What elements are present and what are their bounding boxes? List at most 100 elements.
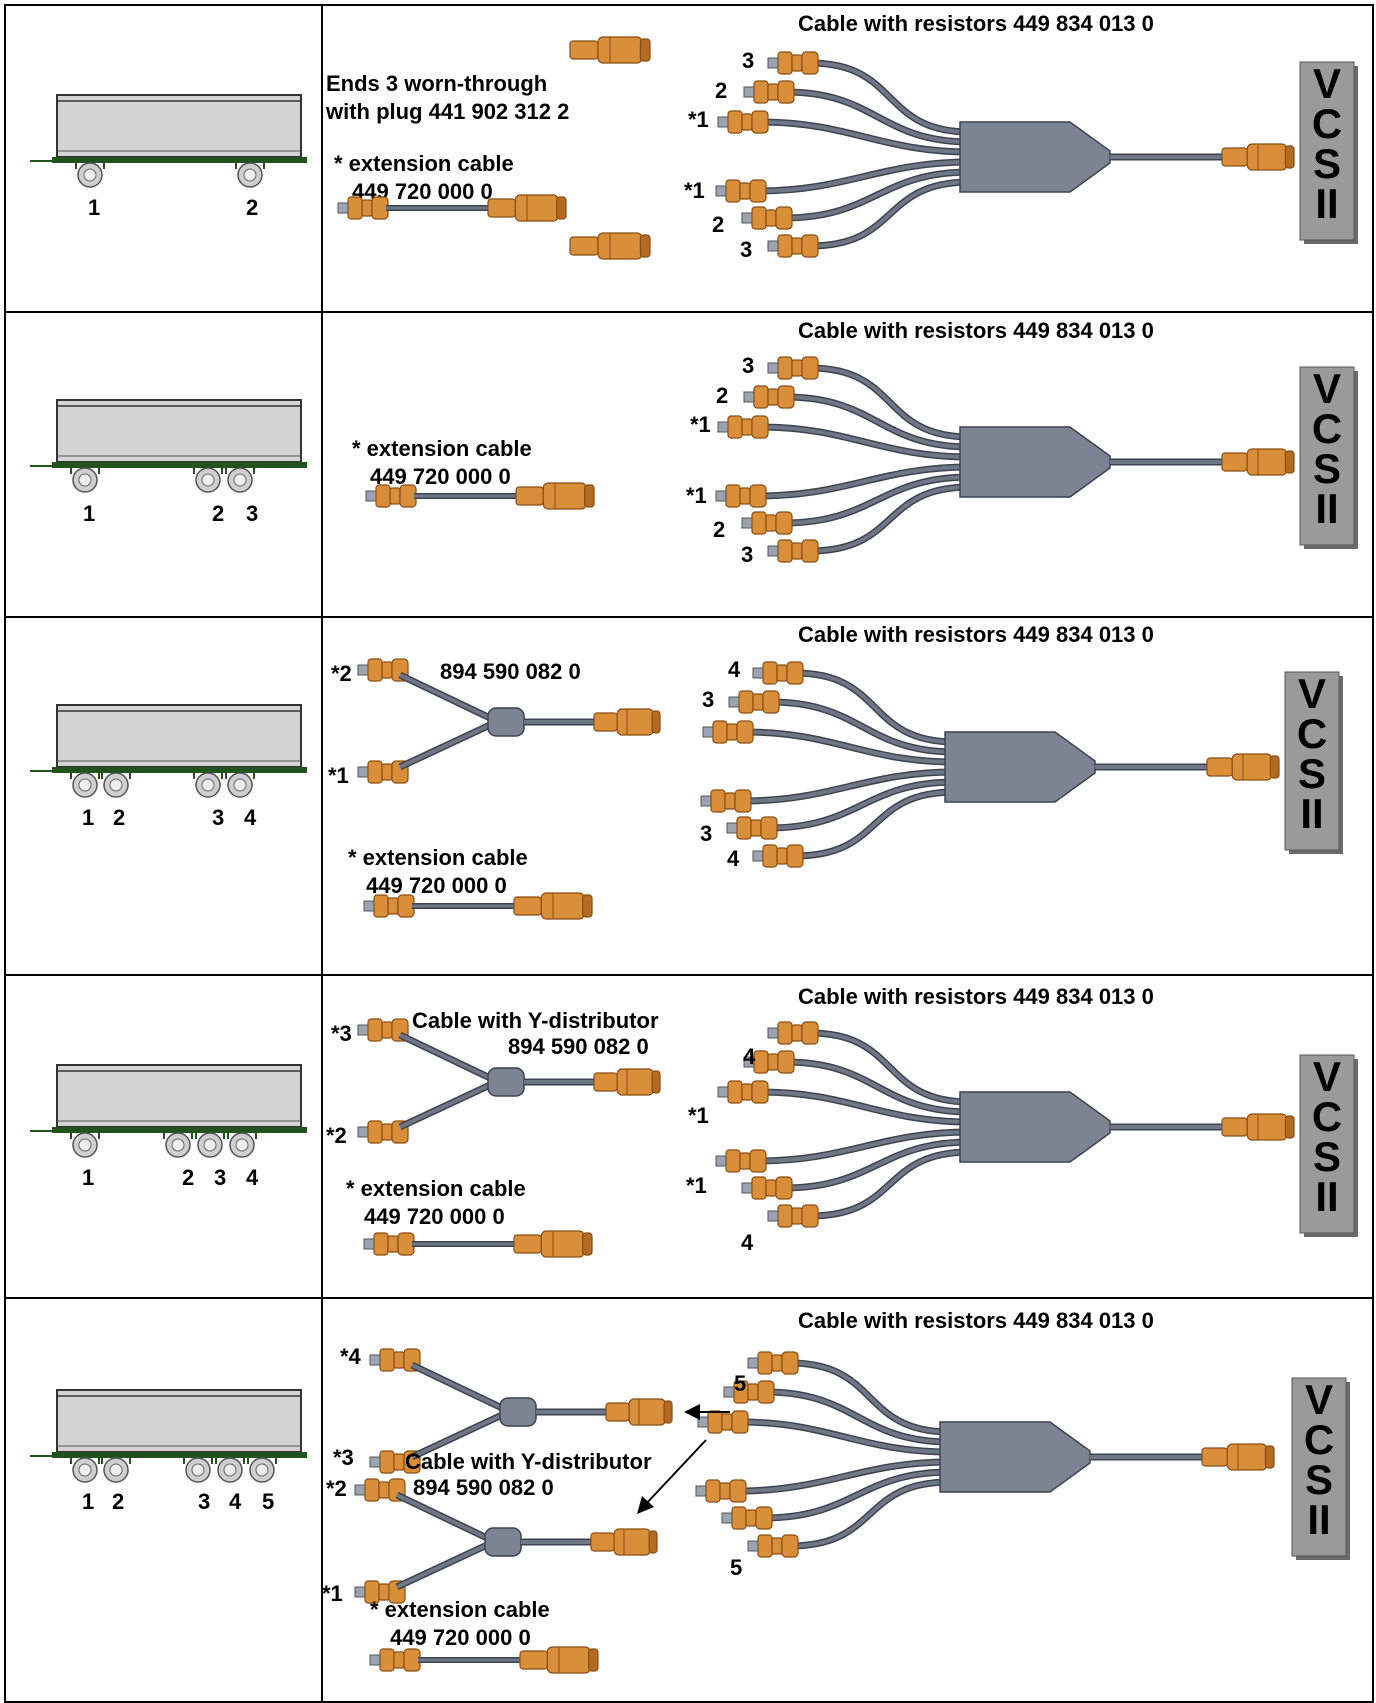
extension-cable [365,482,595,510]
sensor-plug-icon [715,484,767,508]
connector-icon [605,1398,673,1426]
axle-number: 4 [244,805,257,830]
axle-number: 2 [113,805,125,830]
extension-cable-label: * extension cable [334,151,514,176]
y-branch-label: *2 [326,1123,347,1148]
axle-number: 1 [82,1489,94,1514]
trailer-body [56,94,302,158]
y-hub [487,707,525,737]
y-branch-label: *2 [326,1476,347,1501]
vcs-label-box [1284,671,1340,851]
sensor-plug-icon [767,1204,819,1228]
vcs-label-letter: C [1304,1416,1334,1463]
y-distributor-cable [357,1018,661,1144]
trailer-body [56,1064,302,1128]
extension-cable-label: * extension cable [346,1176,526,1201]
trailer-body [56,399,302,463]
vcs-label-letter: S [1305,1456,1333,1503]
axle-number: 5 [262,1489,274,1514]
connector-icon [487,194,567,222]
vcs-label-letter: C [1312,1093,1342,1140]
connector-icon [513,892,593,920]
note-line: with plug 441 902 312 2 [325,99,569,124]
vcs-label-letter: II [1315,1173,1338,1220]
extension-cable-number: 449 720 000 0 [366,873,507,898]
y-distributor-cable [354,1478,658,1604]
wheel-icon [193,467,223,493]
vcs-label-box [1299,1054,1355,1234]
sensor-plug-icon [741,511,793,535]
cable-title: Cable with resistors 449 834 013 0 [798,984,1154,1009]
wheel-icon [101,772,131,798]
sensor-plug-icon [767,356,819,380]
connector-icon [590,1528,658,1556]
branch-label: 2 [713,517,725,542]
axle-number: 3 [214,1165,226,1190]
axle-number: 3 [246,501,258,526]
trailer-body [56,1389,302,1453]
axle-number: 1 [88,195,100,220]
trailer-chassis [52,1452,307,1458]
y-hub [484,1527,522,1557]
branch-label: *1 [686,1173,707,1198]
wheel-icon [225,772,255,798]
vcs-label-letter: V [1313,365,1341,412]
row-5: 1 2 3 4 5 Cable with resistors 449 834 0… [30,1308,1350,1674]
sensor-plug-icon [695,1479,747,1503]
y-hub [487,1067,525,1097]
row-1: 1 2 Cable with resistors 449 834 013 0 E… [30,11,1358,262]
branch-label: *1 [688,107,709,132]
vcs-label-letter: S [1313,1133,1341,1180]
sensor-plug-icon [726,816,778,840]
vcs-label-letter: V [1305,1376,1333,1423]
plug-icon [569,232,651,260]
wheel-icon [195,1132,225,1158]
cable-title: Cable with resistors 449 834 013 0 [798,1308,1154,1333]
y-hub [499,1397,537,1427]
trailer [30,1064,307,1158]
sensor-plug-icon [723,1380,775,1404]
trailer-chassis [52,1127,307,1133]
sensor-plug-icon [702,720,754,744]
plug-icon [569,36,651,64]
axle-number: 4 [246,1165,259,1190]
wheel-icon [193,772,223,798]
branch-label: 3 [700,821,712,846]
wheel-icon [183,1457,213,1483]
connector-icon [519,1646,599,1674]
y-branch-label: *3 [333,1445,354,1470]
axle-number: 1 [82,805,94,830]
wheel-icon [70,467,100,493]
y-distributor-cable [369,1348,673,1474]
branch-label: *1 [688,1103,709,1128]
sensor-plug-icon [743,1050,795,1074]
y-cable-number: 894 590 082 0 [508,1034,649,1059]
wheel-icon [225,467,255,493]
wheel-icon [70,1457,100,1483]
extension-cable-label: * extension cable [348,845,528,870]
sensor-plug-icon [767,51,819,75]
y-cable-number: 894 590 082 0 [413,1475,554,1500]
resistor-cable [715,356,1295,563]
branch-label: *1 [684,178,705,203]
vcs-label-letter: V [1313,60,1341,107]
branch-label: 4 [743,1044,756,1069]
arrow-to-upper-y-cable [684,1404,730,1420]
vcs-label-letter: II [1315,485,1338,532]
trailer [30,399,307,493]
sensor-plug-icon [743,385,795,409]
main-plug-icon [1221,1113,1295,1141]
branch-label: 4 [741,1230,754,1255]
sensor-plug-icon [700,789,752,813]
vcs-label-letter: V [1313,1053,1341,1100]
trailer [30,704,307,798]
main-plug-icon [1221,448,1295,476]
trailer-chassis [52,767,307,773]
sensor-plug-icon [357,1018,409,1042]
sensor-plug-icon [363,894,415,918]
sensor-plug-icon [717,1080,769,1104]
wheel-icon [227,1132,257,1158]
vcs-label-letter: C [1297,710,1327,757]
